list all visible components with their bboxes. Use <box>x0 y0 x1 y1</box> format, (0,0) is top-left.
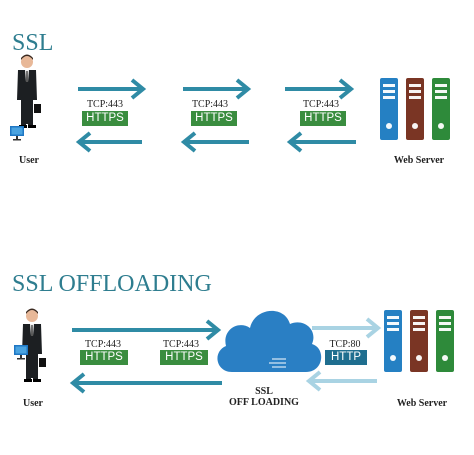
offload-title: SSL OFFLOADING <box>12 271 212 297</box>
offload-server-segment-badge: HTTP <box>325 350 367 365</box>
ssl-segment-2-badge: HTTPS <box>191 111 237 126</box>
ssl-server-icon <box>380 78 450 140</box>
offload-client-segment-1-badge: HTTPS <box>80 350 128 365</box>
offload-arrow-light-right <box>312 317 382 339</box>
ssl-title: SSL <box>12 30 54 56</box>
offload-user-icon <box>14 308 46 382</box>
offload-client-segment-1-protocol: TCP:443 <box>84 339 122 350</box>
cloud-icon <box>217 310 322 372</box>
offload-client-segment-2-badge: HTTPS <box>160 350 208 365</box>
ssl-segment-3-badge: HTTPS <box>300 111 346 126</box>
offload-server-label: Web Server <box>396 398 448 409</box>
ssl-arrows-left <box>75 131 356 153</box>
ssl-user-icon <box>10 54 41 141</box>
offload-server-icon <box>384 310 454 372</box>
ssl-segment-3-protocol: TCP:443 <box>302 99 340 110</box>
ssl-segment-1-protocol: TCP:443 <box>86 99 124 110</box>
cloud-label-line1: SSL <box>255 386 273 397</box>
offload-server-segment-protocol: TCP:80 <box>329 339 361 350</box>
ssl-segment-1-badge: HTTPS <box>82 111 128 126</box>
cloud-label-line2: OFF LOADING <box>229 397 299 408</box>
ssl-segment-2-protocol: TCP:443 <box>191 99 229 110</box>
offload-arrow-left <box>69 372 222 394</box>
ssl-user-label: User <box>19 155 39 166</box>
offload-client-segment-2-protocol: TCP:443 <box>162 339 200 350</box>
ssl-server-label: Web Server <box>393 155 445 166</box>
ssl-arrows-right <box>78 78 355 100</box>
offload-user-label: User <box>23 398 43 409</box>
offload-arrow-light-left <box>305 370 377 392</box>
offload-arrow-right <box>72 319 222 341</box>
